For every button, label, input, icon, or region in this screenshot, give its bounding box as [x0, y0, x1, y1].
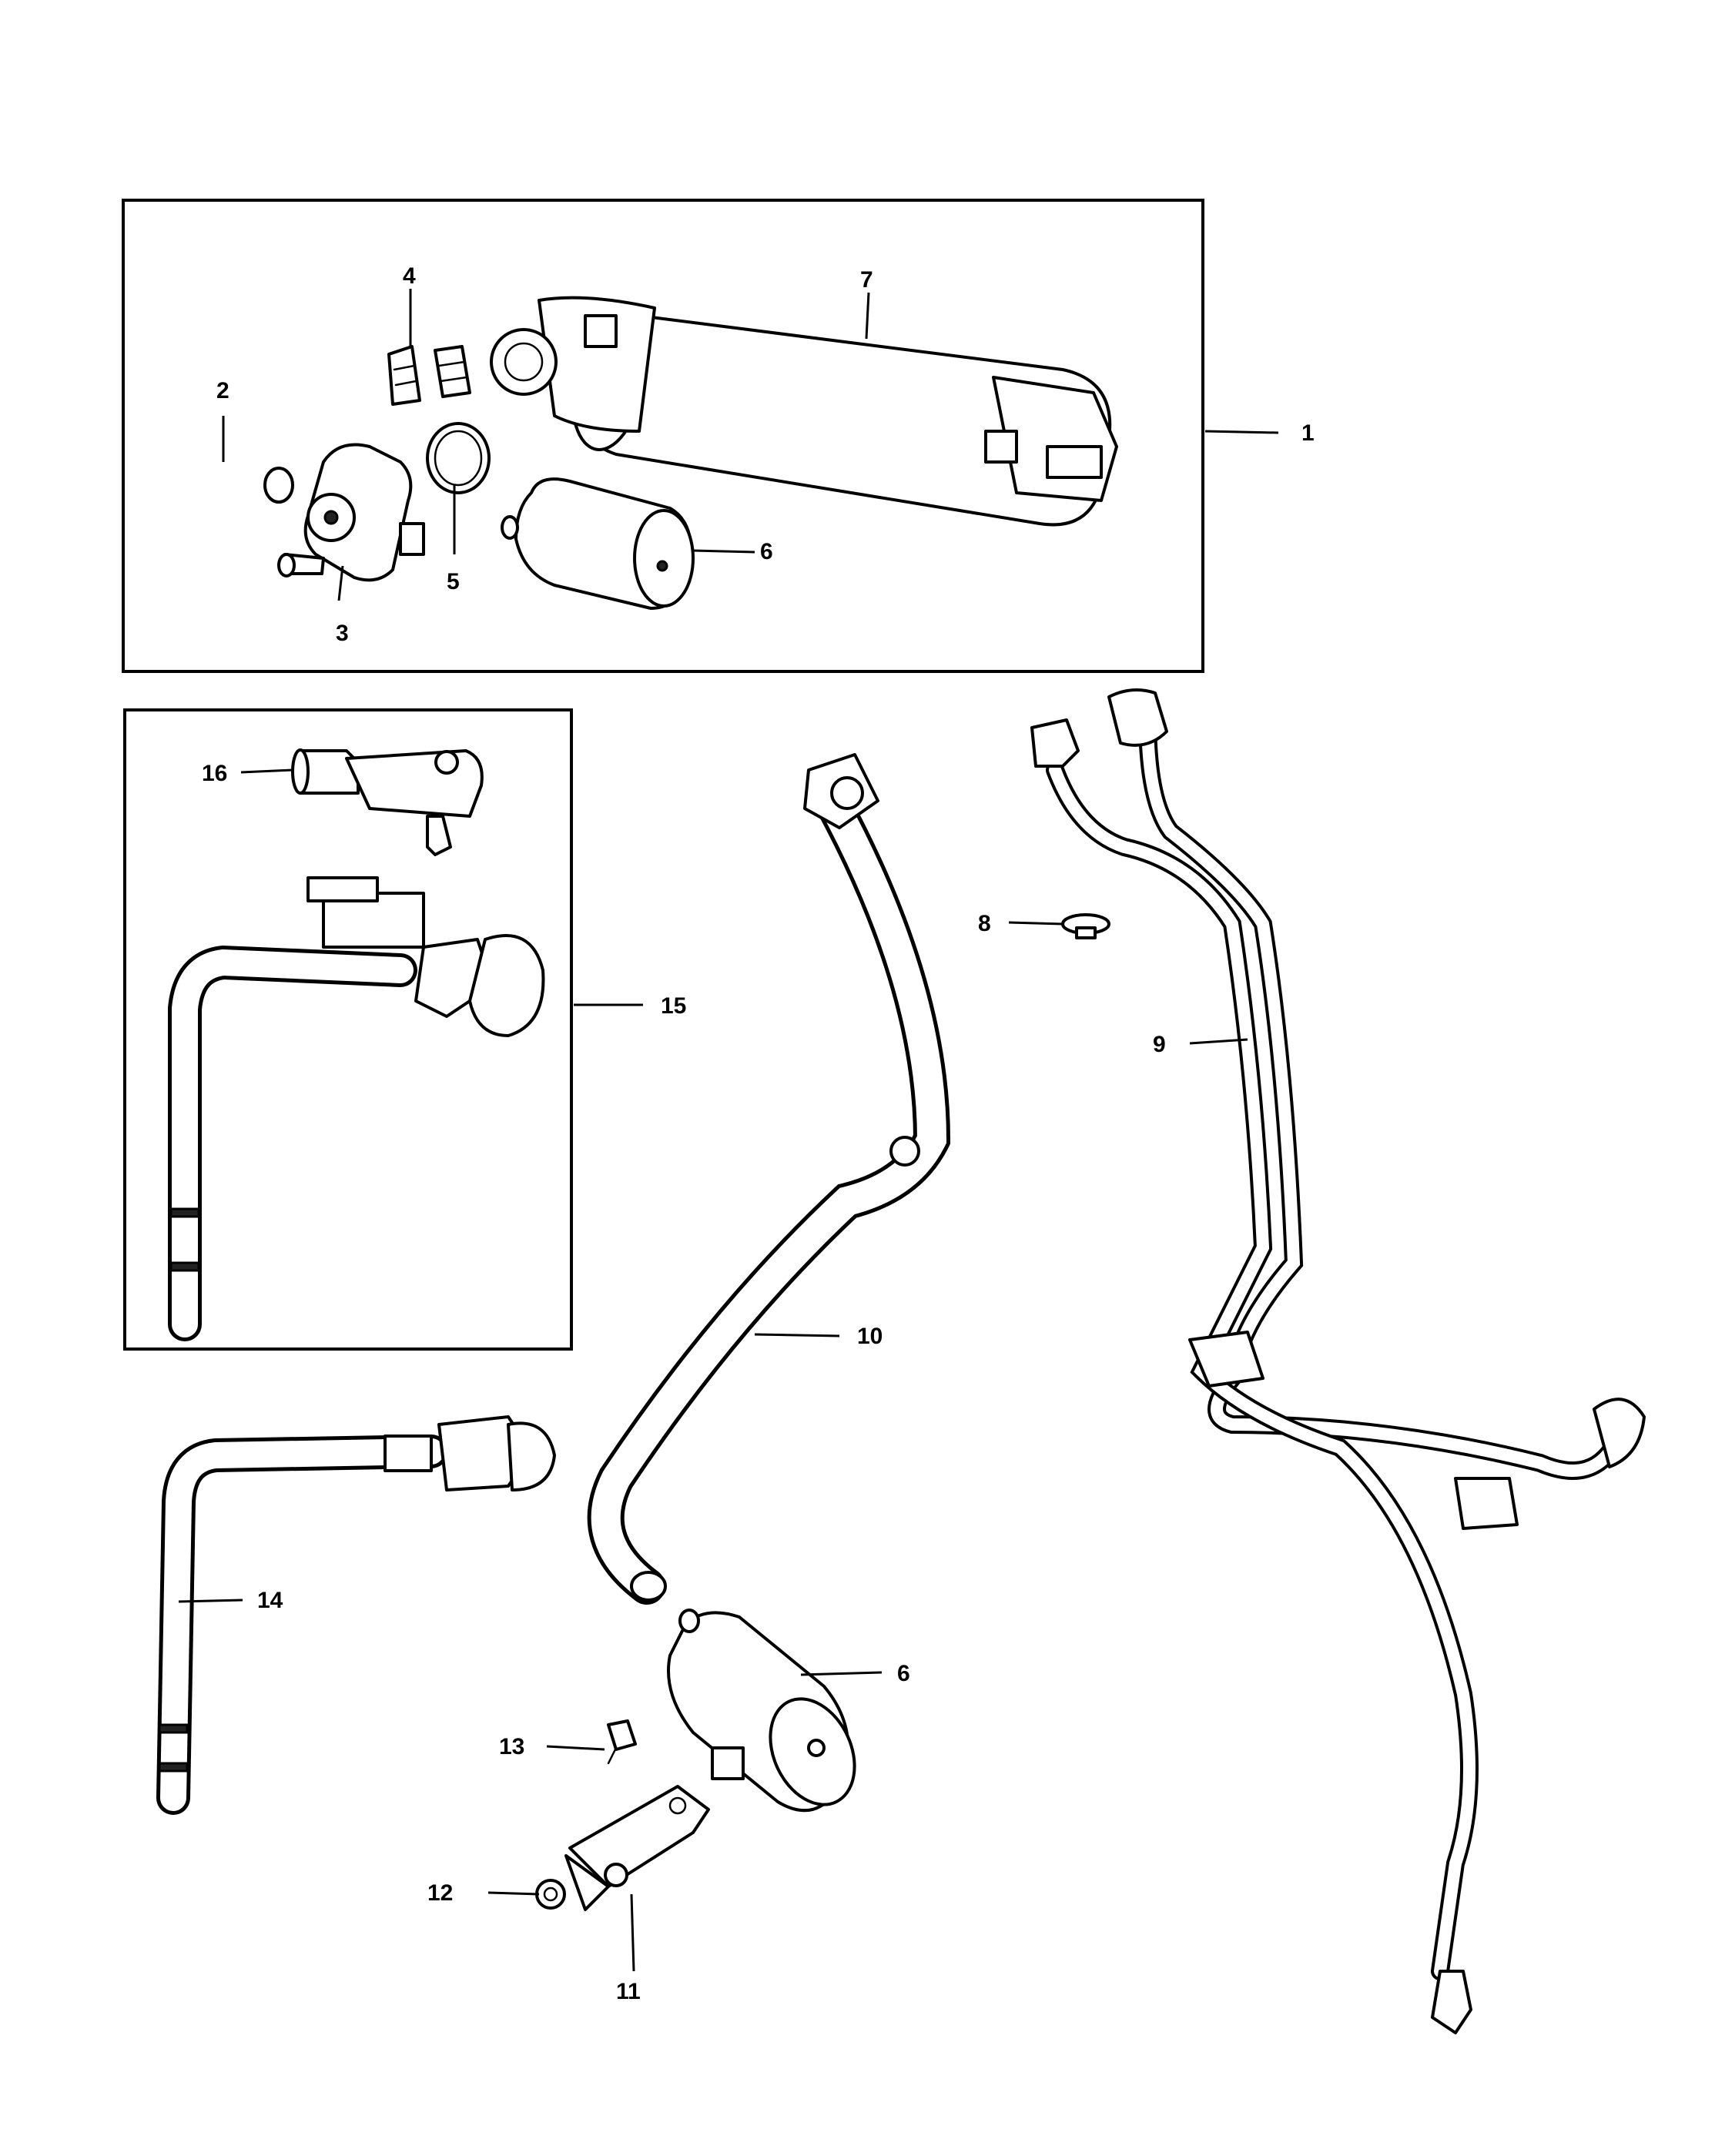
- leader-lines: [178, 289, 1279, 1972]
- bolt[interactable]: [607, 1719, 637, 1765]
- hose-assembly-frame: [123, 708, 573, 1351]
- vapor-lines[interactable]: [1030, 688, 1646, 2034]
- callout-14: 14: [257, 1588, 283, 1613]
- purge-valve[interactable]: [277, 443, 425, 582]
- vapor-canister[interactable]: [490, 296, 1118, 527]
- callout-1: 1: [1301, 420, 1315, 446]
- callout-labels: 1 2 3 4 5 6 7 8 9 10 6 11 12 13 14 15 16: [202, 263, 1315, 2004]
- callout-16: 16: [202, 761, 227, 786]
- vapor-hose-15[interactable]: [168, 876, 545, 1341]
- callout-3: 3: [336, 621, 349, 646]
- filter-top[interactable]: [501, 477, 695, 610]
- push-nut[interactable]: [1061, 913, 1110, 939]
- canister-assembly-frame: [122, 199, 1204, 673]
- clips[interactable]: [387, 345, 471, 406]
- callout-15: 15: [661, 993, 686, 1019]
- filter-bottom[interactable]: [667, 1609, 871, 1818]
- callout-13: 13: [499, 1734, 524, 1759]
- callout-8: 8: [978, 911, 991, 936]
- callout-11: 11: [616, 1979, 641, 2004]
- bracket[interactable]: [564, 1785, 710, 1911]
- callout-5: 5: [447, 569, 460, 594]
- o-ring[interactable]: [426, 422, 491, 494]
- vapor-hose-14[interactable]: [156, 1415, 556, 1815]
- callout-9: 9: [1153, 1032, 1166, 1057]
- callout-10: 10: [857, 1324, 883, 1349]
- callout-6b: 6: [897, 1661, 910, 1686]
- callout-4: 4: [403, 263, 416, 289]
- hose[interactable]: [183, 467, 294, 614]
- vapor-hose-10[interactable]: [587, 753, 951, 1605]
- callout-12: 12: [427, 1880, 453, 1906]
- pressure-sensor[interactable]: [291, 748, 484, 856]
- callout-7: 7: [860, 267, 873, 293]
- nut[interactable]: [535, 1879, 566, 1910]
- callout-6a: 6: [760, 539, 773, 564]
- callout-2: 2: [216, 378, 229, 403]
